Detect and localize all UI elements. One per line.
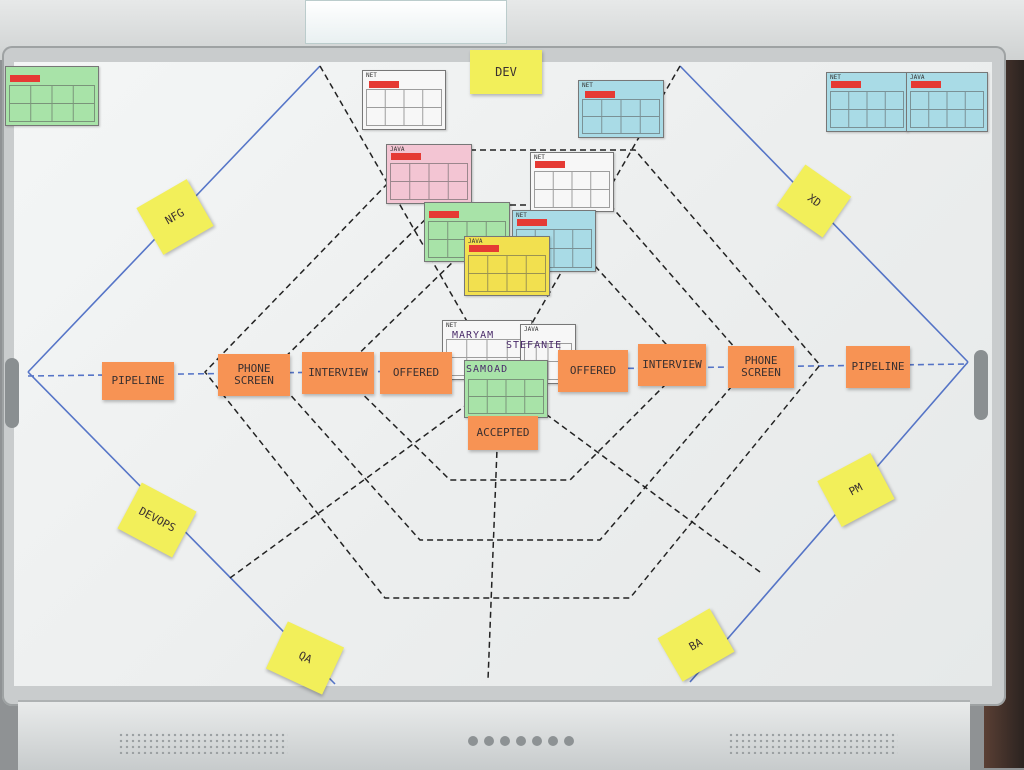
- stage-note-pipeline-left: PIPELINE: [102, 362, 174, 400]
- card-label: JAVA: [910, 74, 925, 81]
- spoke-top-left: [319, 65, 496, 371]
- spoke-bottom-left: [229, 394, 481, 579]
- card-green-center: [464, 360, 548, 418]
- card-java-pink: JAVA: [386, 144, 472, 204]
- candidate-name-2: STEFANIE: [506, 340, 563, 351]
- speaker-grille-right: [728, 732, 898, 754]
- card-label: NET: [366, 72, 377, 79]
- card-net-white: NET: [530, 152, 614, 212]
- candidate-name-3: SAMOAD: [466, 364, 509, 375]
- stage-note-pipeline-right: PIPELINE: [846, 346, 910, 388]
- hexagon-outer: [204, 149, 821, 599]
- card-label: NET: [446, 322, 457, 329]
- card-label: NET: [830, 74, 841, 81]
- ceiling-light: [305, 0, 507, 44]
- stage-note-interview-left: INTERVIEW: [302, 352, 374, 394]
- card-label: NET: [534, 154, 545, 161]
- card-net-blue-corner: NET: [826, 72, 908, 132]
- speaker-grille-left: [118, 732, 288, 754]
- card-java-blue-corner: JAVA: [906, 72, 988, 132]
- card-label: NET: [516, 212, 527, 219]
- tray-buttons: [468, 736, 574, 746]
- stage-note-interview-right: INTERVIEW: [638, 344, 706, 386]
- whiteboard-tray: [18, 700, 970, 770]
- board-clamp-right: [974, 350, 988, 420]
- card-label: JAVA: [390, 146, 405, 153]
- card-net-blue-top: NET: [578, 80, 664, 138]
- blue-diagonal-br: [689, 361, 969, 683]
- stage-note-accepted: ACCEPTED: [468, 416, 538, 450]
- card-label: NET: [582, 82, 593, 89]
- card-label: JAVA: [524, 326, 539, 333]
- card-net-top: NET: [362, 70, 446, 130]
- stage-note-phone-screen-left: PHONE SCREEN: [218, 354, 290, 396]
- team-note-dev: DEV: [470, 50, 542, 94]
- card-label: JAVA: [468, 238, 483, 245]
- stage-note-offered-left: OFFERED: [380, 352, 452, 394]
- board-clamp-left: [5, 358, 19, 428]
- candidate-name-1: MARYAM: [452, 330, 495, 341]
- card-green-corner: [5, 66, 99, 126]
- card-java-yellow: JAVA: [464, 236, 550, 296]
- stage-note-phone-screen-right: PHONE SCREEN: [728, 346, 794, 388]
- stage-note-offered-right: OFFERED: [558, 350, 628, 392]
